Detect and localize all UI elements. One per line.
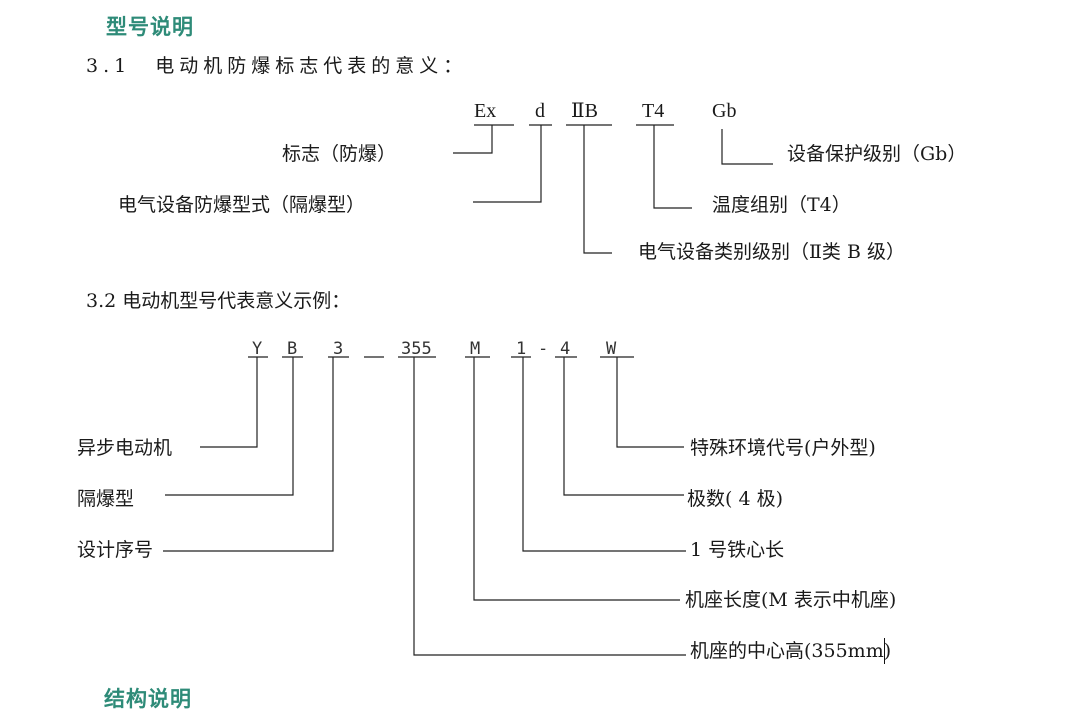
label-poles: 极数( 4 极)	[687, 488, 783, 510]
label-category: 电气设备类别级别（Ⅱ类 B 级）	[638, 241, 905, 263]
code-t4: T4	[642, 100, 665, 122]
label-design: 设计序号	[77, 539, 154, 561]
connector-poles	[563, 357, 684, 496]
connector-frame-length	[473, 357, 680, 601]
code-4: 4	[560, 339, 571, 359]
label-frame-length: 机座长度(M 表示中机座)	[685, 589, 897, 611]
code-3: 3	[333, 339, 344, 359]
connector-async	[200, 357, 258, 448]
connector-mark	[453, 125, 493, 154]
connector-temperature	[653, 125, 692, 209]
code-m: M	[470, 339, 481, 359]
connector-category	[583, 125, 612, 254]
connector-flameproof	[165, 357, 294, 496]
label-mark: 标志（防爆）	[282, 143, 397, 165]
label-center-height: 机座的中心高(355mm)	[690, 640, 892, 662]
label-async: 异步电动机	[77, 437, 173, 459]
section-3-2-title: 3.2 电动机型号代表意义示例：	[86, 290, 351, 312]
code-d: d	[535, 100, 545, 122]
label-flameproof: 隔爆型	[77, 488, 135, 510]
code-y: Y	[252, 339, 263, 359]
code-355: 355	[401, 339, 432, 359]
code-gb: Gb	[712, 100, 737, 122]
label-core: 1 号铁心长	[690, 539, 785, 561]
code-1: 1	[516, 339, 527, 359]
connector-core	[522, 357, 686, 552]
section-heading: 型号说明	[106, 14, 194, 39]
section-3-1-title: 3.1 电动机防爆标志代表的意义：	[86, 55, 468, 77]
connector-design	[163, 357, 334, 552]
label-special: 特殊环境代号(户外型)	[690, 437, 876, 459]
connector-center-height	[413, 357, 686, 656]
label-temperature: 温度组别（T4）	[712, 194, 851, 216]
code-iib: ⅡB	[571, 100, 598, 122]
code-dash: -	[538, 339, 549, 359]
code-b: B	[287, 339, 298, 359]
connector-lines	[163, 124, 773, 656]
connector-protection	[721, 129, 773, 165]
code-ex: Ex	[474, 100, 497, 122]
label-type: 电气设备防爆型式（隔爆型）	[118, 194, 366, 216]
code-w: W	[606, 339, 617, 359]
connector-type	[473, 125, 542, 203]
text-cursor	[884, 638, 885, 664]
connector-special	[616, 357, 684, 448]
label-protection: 设备保护级别（Gb）	[787, 143, 967, 165]
